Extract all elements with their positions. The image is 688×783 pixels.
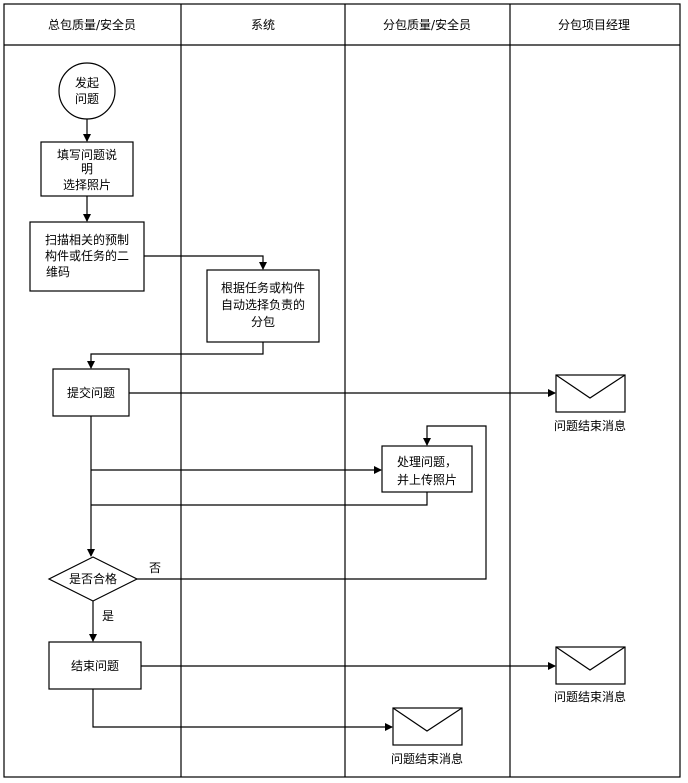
flow-arrow [144,255,267,270]
process-issue-line: 处理问题， [397,455,457,469]
start-node: 发起 问题 [58,62,116,120]
close-issue-node: 结束问题 [48,641,142,690]
qualified-decision-node: 是否合格 [47,556,139,602]
fill-description-line: 选择照片 [63,178,111,192]
edge-label-yes: 是 [102,609,114,623]
lane-title-system: 系统 [251,18,275,32]
end-message-label: 问题结束消息 [554,418,626,433]
scan-qrcode-line: 构件或任务的二 [45,248,129,263]
auto-select-node: 根据任务或构件 自动选择负责的 分包 [206,269,320,343]
flow-arrow [91,492,428,506]
close-issue-label: 结束问题 [71,659,119,673]
qualified-decision-label: 是否合格 [69,571,117,586]
edge-label-no: 否 [149,561,161,575]
auto-select-line: 根据任务或构件 [221,280,305,295]
fill-description-node: 填写问题说 明 选择照片 [40,141,134,197]
flow-arrow [92,689,393,731]
end-message-label: 问题结束消息 [391,751,463,766]
start-node-line: 发起 [75,75,99,90]
envelope-icon [555,374,626,413]
flow-arrow [137,425,487,580]
submit-issue-node: 提交问题 [52,368,130,417]
fill-description-line: 填写问题说 [57,147,117,162]
lane-title-general-qa: 总包质量/安全员 [48,17,136,32]
lane-title-sub-qa: 分包质量/安全员 [383,17,471,32]
scan-qrcode-line: 扫描相关的预制 [45,232,129,247]
scan-qrcode-line: 维码 [46,265,70,279]
process-issue-node: 处理问题， 并上传照片 [381,445,473,493]
lane-title-sub-manager: 分包项目经理 [558,18,630,32]
envelope-icon [555,646,626,685]
envelope-icon [392,707,463,746]
fill-description-line: 明 [81,162,93,176]
process-issue-line: 并上传照片 [397,472,457,487]
submit-issue-label: 提交问题 [67,385,115,400]
auto-select-line: 分包 [251,315,275,329]
start-node-line: 问题 [75,92,99,106]
auto-select-line: 自动选择负责的 [221,297,305,312]
end-message-label: 问题结束消息 [554,689,626,704]
flow-arrow [87,342,264,369]
scan-qrcode-node: 扫描相关的预制 构件或任务的二 维码 [29,221,145,292]
